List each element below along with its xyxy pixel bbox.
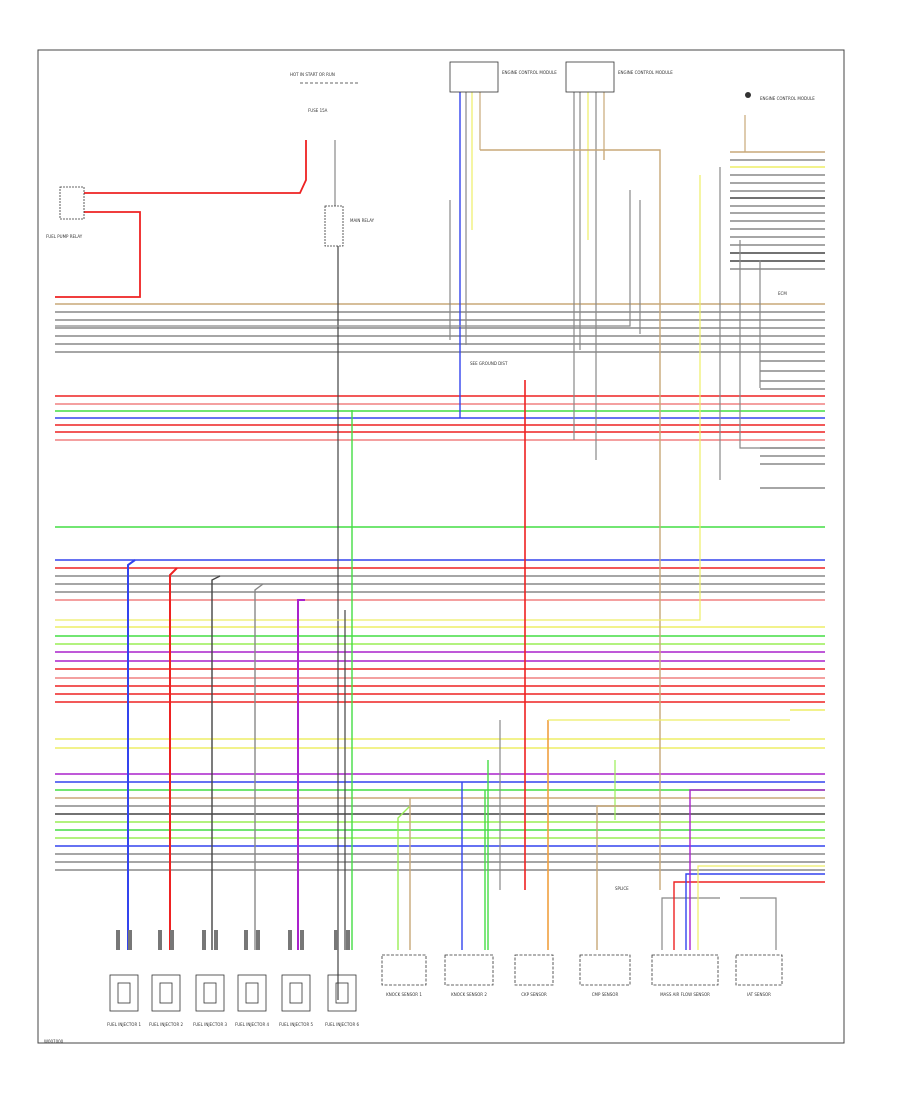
component-4: FUEL INJECTOR 4 — [235, 974, 270, 1027]
component-box — [237, 974, 267, 1012]
connector-pin — [334, 930, 338, 950]
component-3: FUEL INJECTOR 3 — [193, 974, 228, 1027]
power-feed — [84, 140, 307, 194]
main-relay-label: MAIN RELAY — [350, 218, 375, 223]
component-box — [735, 954, 783, 986]
page-label: W007000 — [44, 1039, 64, 1044]
sensor-wire — [596, 805, 640, 950]
component-box — [281, 974, 311, 1012]
connector-pin — [300, 930, 304, 950]
component-label: MASS AIR FLOW SENSOR — [660, 992, 710, 997]
component-label: FUEL INJECTOR 1 — [107, 1022, 142, 1027]
component-box — [327, 974, 357, 1012]
injector-coil — [203, 982, 217, 1004]
fuse-box-top-label: HOT IN START OR RUN — [290, 72, 335, 77]
injector-coil — [335, 982, 349, 1004]
component-label: CKP SENSOR — [521, 992, 547, 997]
injector-wire — [297, 599, 305, 950]
component-label: KNOCK SENSOR 1 — [386, 992, 422, 997]
injector-coil — [289, 982, 303, 1004]
component-10: CMP SENSOR — [579, 954, 631, 997]
top-connector-left-label: ENGINE CONTROL MODULE — [502, 70, 557, 75]
sensor-wire — [673, 881, 825, 950]
component-7: KNOCK SENSOR 1 — [381, 954, 427, 997]
injector-coil — [245, 982, 259, 1004]
injector-wire — [254, 583, 264, 950]
long-wire — [55, 190, 631, 327]
connector-pin — [158, 930, 162, 950]
connector-pin — [170, 930, 174, 950]
top-connector-right-label: ENGINE CONTROL MODULE — [618, 70, 673, 75]
injector-coil — [159, 982, 173, 1004]
connector-pin — [244, 930, 248, 950]
connector-pin — [346, 930, 350, 950]
connector-pin — [202, 930, 206, 950]
ecm-right-label: ECM — [778, 291, 787, 296]
connector-pin — [116, 930, 120, 950]
fuse-block: HOT IN START OR RUN FUSE 15A — [290, 72, 360, 113]
connector-pin — [128, 930, 132, 950]
fuel-pump-relay-label: FUEL PUMP RELAY — [46, 234, 83, 239]
component-6: FUEL INJECTOR 6 — [325, 974, 360, 1027]
injector-wire — [169, 567, 178, 950]
sensor-wire — [740, 897, 777, 950]
injector-wire — [211, 575, 221, 950]
main-relay: MAIN RELAY — [324, 205, 375, 247]
connector-pin — [256, 930, 260, 950]
top-connector-left: ENGINE CONTROL MODULE — [449, 61, 557, 93]
component-1: FUEL INJECTOR 1 — [107, 974, 142, 1027]
fuse-label: FUSE 15A — [308, 108, 328, 113]
component-label: CMP SENSOR — [592, 992, 619, 997]
component-label: FUEL INJECTOR 3 — [193, 1022, 228, 1027]
top-right-ground: ENGINE CONTROL MODULE — [745, 92, 815, 101]
component-box — [381, 954, 427, 986]
component-9: CKP SENSOR — [514, 954, 554, 997]
component-2: FUEL INJECTOR 2 — [149, 974, 184, 1027]
component-11: MASS AIR FLOW SENSOR — [651, 954, 719, 997]
knock-wire — [397, 805, 411, 950]
long-wire — [55, 175, 701, 621]
top-connector-right: ENGINE CONTROL MODULE — [565, 61, 673, 93]
component-box — [151, 974, 181, 1012]
injector-coil — [117, 982, 131, 1004]
injector-wire — [127, 559, 136, 950]
connector-pin — [214, 930, 218, 950]
component-8: KNOCK SENSOR 2 — [444, 954, 494, 997]
sensor-wire — [689, 789, 825, 950]
component-label: FUEL INJECTOR 5 — [279, 1022, 314, 1027]
component-box — [651, 954, 719, 986]
sensor-wire — [661, 897, 720, 950]
component-box — [444, 954, 494, 986]
connector-pin — [288, 930, 292, 950]
component-label: FUEL INJECTOR 6 — [325, 1022, 360, 1027]
connector-wire — [480, 149, 661, 890]
component-5: FUEL INJECTOR 5 — [279, 974, 314, 1027]
component-12: IAT SENSOR — [735, 954, 783, 997]
power-feed — [55, 211, 141, 298]
sensor-wire — [685, 873, 825, 950]
component-box — [195, 974, 225, 1012]
component-label: FUEL INJECTOR 2 — [149, 1022, 184, 1027]
component-label: IAT SENSOR — [747, 992, 771, 997]
component-box — [109, 974, 139, 1012]
top-right-label: ENGINE CONTROL MODULE — [760, 96, 815, 101]
component-box — [514, 954, 554, 986]
fuel-pump-relay: FUEL PUMP RELAY — [46, 186, 85, 239]
component-label: KNOCK SENSOR 2 — [451, 992, 487, 997]
note-mid: SEE GROUND DIST — [470, 361, 508, 366]
sensor-wire — [697, 865, 825, 950]
components: FUEL INJECTOR 1 FUEL INJECTOR 2 FUEL INJEC… — [107, 930, 783, 1027]
splice-label: SPLICE — [615, 886, 629, 891]
component-label: FUEL INJECTOR 4 — [235, 1022, 270, 1027]
component-box — [579, 954, 631, 986]
long-wire — [739, 240, 825, 449]
diagram-frame — [37, 49, 845, 1044]
wires — [55, 92, 825, 1000]
